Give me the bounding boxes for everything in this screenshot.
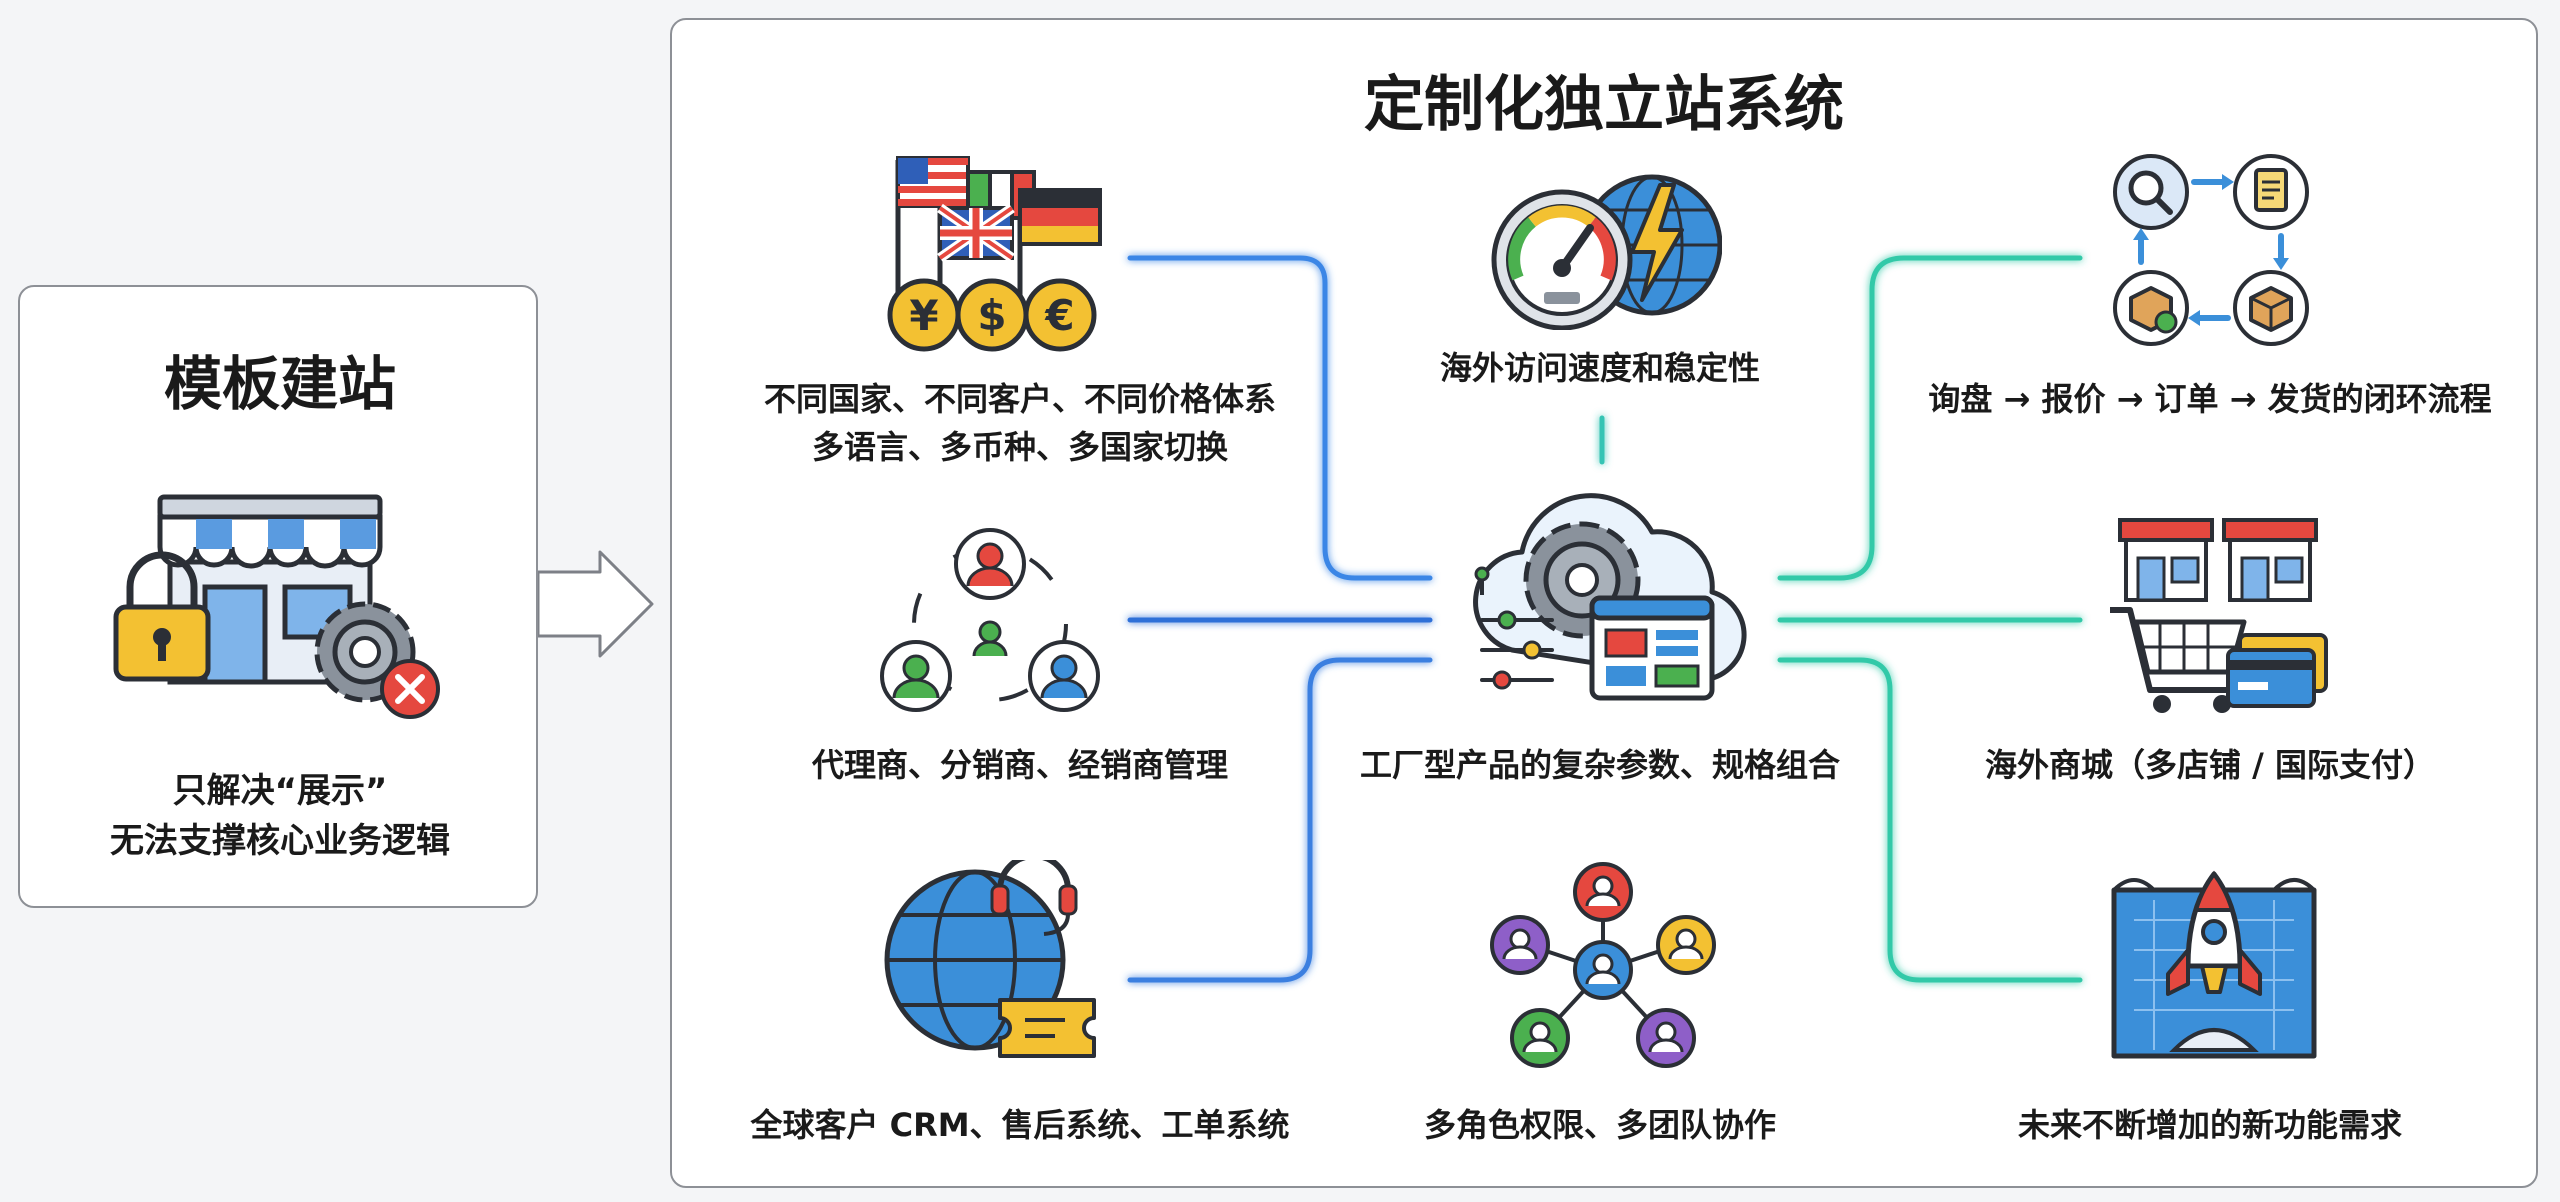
currency-label-line1: 不同国家、不同客户、不同价格体系 [763,380,1276,418]
line-currency [1127,255,1433,581]
role-avatar-center [1573,940,1633,1000]
template-site-title: 模板建站 [163,350,396,418]
speed-label: 海外访问速度和稳定性 [1439,349,1760,387]
line-crm [1127,657,1433,983]
yen-symbol: ¥ [909,291,938,340]
agent-avatar-center [972,620,1008,657]
agent-avatar-left [880,640,952,712]
params-label: 工厂型产品的复杂参数、规格组合 [1359,746,1840,784]
germany-flag-icon [1018,188,1102,246]
agent-avatar-right [1028,640,1100,712]
uk-flag-icon [937,203,1015,263]
us-flag-icon [896,156,970,208]
crm-label: 全球客户 CRM、售后系统、工单系统 [750,1106,1290,1144]
template-caption-line2: 无法支撑核心业务逻辑 [110,821,450,861]
agent-network-icon [880,528,1100,712]
rocket-growth-icon [2111,870,2317,1059]
global-crm-icon [884,860,1096,1058]
cloud-settings-icon [1473,493,1747,701]
role-avatar-left [1490,915,1550,975]
role-permissions-icon [1490,862,1716,1068]
speed-gauge-globe-icon [1491,174,1722,330]
shop-icon-left [2118,518,2214,602]
role-avatar-top [1573,862,1633,922]
dollar-symbol: $ [977,291,1006,340]
role-avatar-bottom-left [1510,1008,1570,1068]
euro-symbol: € [1044,291,1074,340]
cart-icon [2110,607,2247,713]
currency-label-line2: 多语言、多币种、多国家切换 [811,428,1228,466]
store-lock-icon [113,494,440,719]
mall-label: 海外商城（多店铺 / 国际支付） [1985,746,2435,784]
role-avatar-bottom-right [1636,1008,1696,1068]
agent-avatar-top [954,528,1026,600]
workflow-cycle-icon [2113,154,2309,346]
shop-icon-right [2222,518,2318,602]
custom-system-title: 定制化独立站系统 [1364,70,1844,140]
template-site-panel: 模板建站 只解决“展示” 无法支撑核心业务逻辑 [18,285,538,908]
line-workflow [1777,255,2083,581]
overseas-mall-icon [2110,518,2328,713]
line-future [1777,657,2083,983]
agents-label: 代理商、分销商、经销商管理 [811,746,1228,784]
template-caption-line1: 只解决“展示” [172,771,388,811]
role-avatar-right [1656,915,1716,975]
future-label: 未来不断增加的新功能需求 [2017,1106,2402,1144]
workflow-label: 询盘 → 报价 → 订单 → 发货的闭环流程 [1928,380,2492,418]
roles-label: 多角色权限、多团队协作 [1423,1106,1776,1144]
credit-card-icon [2226,633,2328,708]
multi-currency-flags-icon: ¥ $ € [887,156,1102,352]
